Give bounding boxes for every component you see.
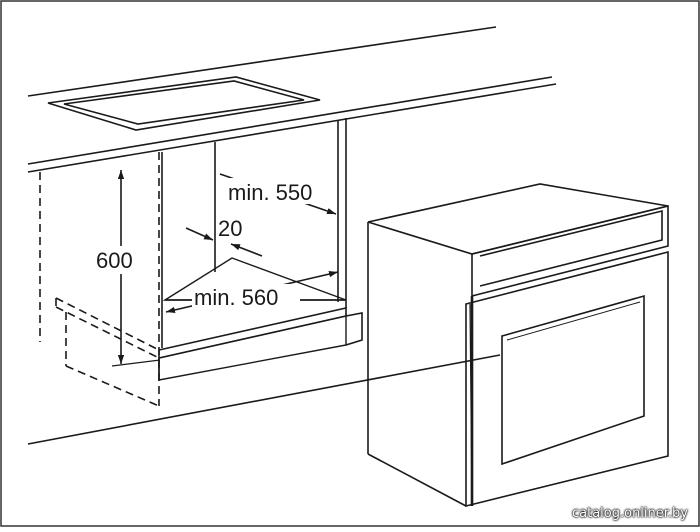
oven-window [501, 294, 645, 466]
cooktop [47, 76, 321, 131]
countertop [27, 26, 557, 173]
gap-label: 20 [218, 216, 242, 241]
gap-arrow-right [230, 243, 263, 257]
gap-arrow-left [185, 227, 214, 241]
watermark: catalog.onliner.by [571, 506, 688, 521]
oven-door [465, 250, 669, 508]
adjacent-cabinet-dashed [39, 152, 160, 407]
oven-appliance [367, 183, 669, 508]
width-label: min. 560 [194, 285, 278, 310]
depth-label: min. 550 [228, 180, 312, 205]
floor-line [27, 354, 501, 445]
cabinet-niche [158, 118, 363, 381]
height-label: 600 [96, 248, 133, 273]
oven-control-panel [471, 204, 669, 298]
